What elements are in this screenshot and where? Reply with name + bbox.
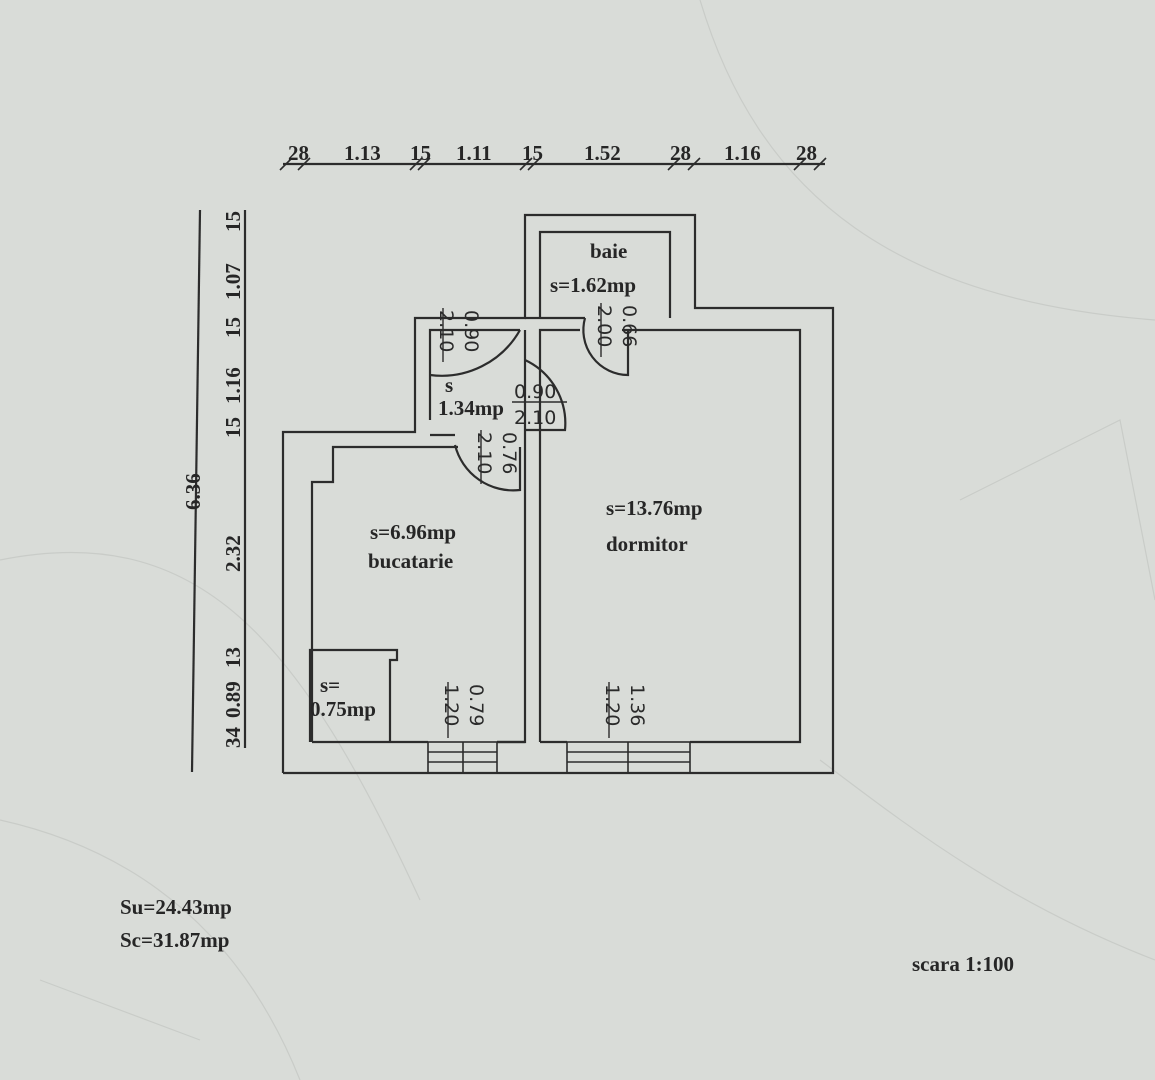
dim-top-2: 15	[410, 141, 431, 165]
bedroom-area: s=13.76mp	[606, 496, 703, 520]
kitchen-name: bucatarie	[368, 549, 453, 573]
dim-left-6: 15	[221, 317, 245, 338]
dim-top-4: 15	[522, 141, 543, 165]
dim-left-3: 2.32	[221, 535, 245, 572]
kitchen-area: s=6.96mp	[370, 520, 456, 544]
svg-text:2.00: 2.00	[593, 305, 615, 347]
bath-name: baie	[590, 239, 627, 263]
dim-left-4: 15	[221, 417, 245, 438]
dim-top-5: 1.52	[584, 141, 621, 165]
closet	[308, 648, 399, 742]
dim-left-1: 0.89	[221, 681, 245, 718]
svg-text:2.10: 2.10	[514, 407, 556, 429]
svg-text:2.10: 2.10	[473, 432, 495, 474]
built-area-total: Sc=31.87mp	[120, 928, 229, 952]
bedroom-door-label: 0.90 2.10	[512, 381, 567, 429]
bath-door-label: 0.66 2.00	[593, 303, 640, 357]
svg-text:0.76: 0.76	[498, 432, 520, 474]
dim-total-height: 6.36	[181, 473, 205, 510]
bedroom-name: dormitor	[606, 532, 688, 556]
dim-top-3: 1.11	[456, 141, 492, 165]
svg-text:2.10: 2.10	[435, 310, 457, 352]
scale-label: scara 1:100	[912, 952, 1014, 976]
dim-left-0: 34	[221, 727, 245, 749]
dim-top-1: 1.13	[344, 141, 381, 165]
hall-area: 1.34mp	[438, 396, 504, 420]
closet-area-prefix: s=	[320, 673, 340, 697]
kitchen-door-label: 0.76 2.10	[473, 430, 520, 484]
svg-text:1.36: 1.36	[626, 684, 648, 726]
svg-text:1.20: 1.20	[601, 684, 623, 726]
svg-text:0.90: 0.90	[514, 381, 556, 403]
bedroom-window-label: 1.36 1.20	[601, 682, 648, 738]
dim-left-5: 1.16	[221, 367, 245, 404]
hall-area-prefix: s	[445, 373, 453, 397]
useful-area-total: Su=24.43mp	[120, 895, 232, 919]
svg-text:1.20: 1.20	[440, 684, 462, 726]
dim-left-2: 13	[221, 647, 245, 668]
dim-top-0: 28	[288, 141, 309, 165]
dim-top-8: 28	[796, 141, 817, 165]
svg-text:0.66: 0.66	[618, 305, 640, 347]
top-dimension-line: 28 1.13 15 1.11 15 1.52 28 1.16 28	[279, 141, 827, 171]
closet-area: 0.75mp	[310, 697, 376, 721]
bath-area: s=1.62mp	[550, 273, 636, 297]
kitchen-window-label: 0.79 1.20	[440, 682, 487, 738]
walls	[281, 213, 835, 775]
dim-top-6: 28	[670, 141, 691, 165]
kitchen-window	[427, 741, 498, 774]
dim-top-7: 1.16	[724, 141, 761, 165]
dim-left-7: 1.07	[221, 263, 245, 300]
bedroom-window	[566, 741, 691, 774]
dim-left-8: 15	[221, 211, 245, 232]
svg-text:0.90: 0.90	[460, 310, 482, 352]
left-dimension-lines: 6.36 34 0.89 13 2.32 15 1.16 15 1.07 15	[181, 209, 247, 773]
entry-door-label: 0.90 2.10	[435, 308, 482, 362]
svg-text:0.79: 0.79	[465, 684, 487, 726]
